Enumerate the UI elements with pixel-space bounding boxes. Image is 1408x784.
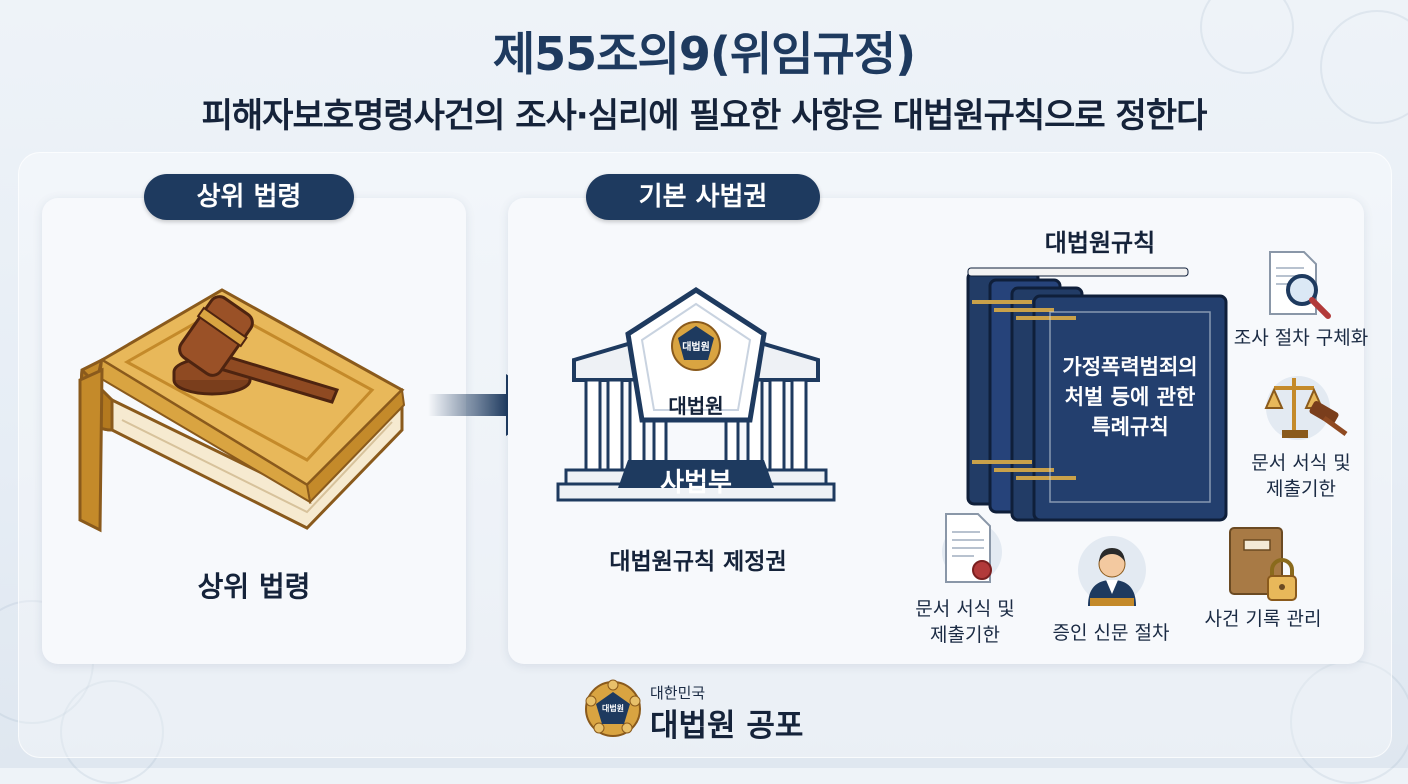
rule-item-label: 제출기한 bbox=[930, 624, 1000, 646]
shield-label: 대법원 bbox=[668, 394, 724, 418]
supreme-court-building-icon bbox=[556, 287, 836, 502]
locked-folder-icon bbox=[1229, 527, 1297, 601]
footer-org: 대법원 공포 bbox=[650, 708, 804, 744]
rule-making-power-caption: 대법원규칙 제정권 bbox=[609, 549, 787, 575]
rulebook-title-line: 가정폭력범죄의 bbox=[1062, 355, 1198, 379]
scales-gavel-icon bbox=[1264, 376, 1348, 440]
judicial-power-pill: 기본 사법권 bbox=[586, 174, 820, 220]
rule-item-label: 증인 신문 절차 bbox=[1052, 622, 1170, 644]
rulebook-title: 가정폭력범죄의 처벌 등에 관한 특례규칙 bbox=[1040, 352, 1220, 442]
rule-item-label-block: 문서 서식 및 제출기한 bbox=[1226, 450, 1376, 502]
rulebook-title-line: 처벌 등에 관한 bbox=[1064, 385, 1196, 409]
upper-law-caption: 상위 법령 bbox=[197, 570, 311, 603]
emblem-label: 대법원 bbox=[682, 342, 710, 353]
magnifier-document-icon bbox=[1269, 251, 1331, 319]
rule-item-label: 문서 서식 및 bbox=[915, 598, 1015, 620]
witness-person-icon bbox=[1078, 536, 1146, 606]
page-title: 제55조의9(위임규정) bbox=[492, 27, 916, 81]
rule-item-label: 제출기한 bbox=[1266, 478, 1336, 500]
rulebook-title-line: 특례규칙 bbox=[1091, 415, 1169, 439]
supreme-court-emblem-icon bbox=[585, 679, 641, 737]
supreme-court-rules-heading: 대법원규칙 bbox=[1044, 229, 1156, 257]
rule-item-label: 문서 서식 및 bbox=[1251, 452, 1351, 474]
rule-item-label: 사건 기록 관리 bbox=[1204, 608, 1322, 630]
certificate-document-icon bbox=[942, 513, 1002, 583]
judiciary-banner: 사법부 bbox=[660, 468, 732, 498]
rule-item-label-block: 문서 서식 및 제출기한 bbox=[890, 596, 1040, 648]
page-subtitle: 피해자보호명령사건의 조사·심리에 필요한 사항은 대법원규칙으로 정한다 bbox=[201, 96, 1208, 136]
rule-item-label: 조사 절차 구체화 bbox=[1233, 327, 1369, 349]
rulebooks-stack-icon bbox=[966, 267, 1228, 522]
law-book-gavel-icon bbox=[78, 288, 406, 533]
footer-emblem-label: 대법원 bbox=[601, 704, 625, 713]
upper-law-pill: 상위 법령 bbox=[144, 174, 354, 220]
footer-country: 대한민국 bbox=[650, 684, 706, 702]
